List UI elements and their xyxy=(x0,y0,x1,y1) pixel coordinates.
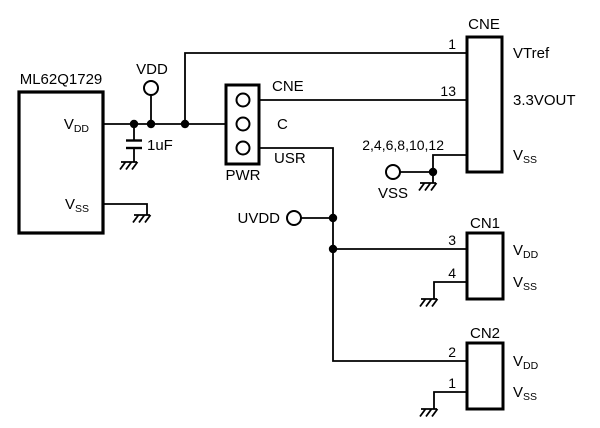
cne-title: CNE xyxy=(468,16,500,33)
vdd-terminal-icon xyxy=(143,80,159,96)
junction-dot xyxy=(328,213,338,223)
chip-title: ML62Q1729 xyxy=(20,71,103,88)
ground-icon xyxy=(419,298,439,308)
wire-cne-gnd-pins xyxy=(432,154,467,183)
pwr-pin-cne-icon xyxy=(235,92,251,108)
pwr-pin-usr-icon xyxy=(235,140,251,156)
ground-icon xyxy=(418,182,438,192)
ground-icon xyxy=(132,214,152,224)
capacitor xyxy=(126,139,142,150)
cn2-pin2-number: 2 xyxy=(448,344,456,360)
junction-dot xyxy=(180,119,190,129)
pwr-pin-usr-label: USR xyxy=(274,150,306,167)
capacitor-value-label: 1uF xyxy=(147,137,173,154)
cne-pin1-label: VTref xyxy=(513,45,550,62)
vdd-terminal-label: VDD xyxy=(136,61,168,78)
cne-pin13-label: 3.3VOUT xyxy=(513,92,576,109)
cn2-pin1-number: 1 xyxy=(448,375,456,391)
wire-usr-vertical xyxy=(250,147,467,362)
chip-pin-vdd-label: VDD xyxy=(64,116,90,135)
pwr-pin-c-label: C xyxy=(277,116,288,133)
cn1-vss-label: VSS xyxy=(513,274,537,293)
cn1-title: CN1 xyxy=(470,215,500,232)
wire-to-cne-pin1 xyxy=(184,52,467,124)
cn1-pin3-number: 3 xyxy=(448,232,456,248)
junction-dot xyxy=(428,167,438,177)
cne-connector-box xyxy=(465,35,504,174)
cn1-pin4-number: 4 xyxy=(448,265,456,281)
wire-cn1-pin4-gnd xyxy=(433,281,467,299)
cn1-vdd-label: VDD xyxy=(513,242,539,261)
vss-terminal-icon xyxy=(385,164,401,180)
cn2-vss-label: VSS xyxy=(513,384,537,403)
uvdd-terminal-label: UVDD xyxy=(237,210,280,227)
vss-terminal-label: VSS xyxy=(378,185,408,202)
wire-chip-vss-gnd xyxy=(103,203,148,215)
chip-pin-vss-label: VSS xyxy=(65,196,89,215)
junction-dot xyxy=(328,244,338,254)
cn2-connector-box xyxy=(465,341,505,411)
cne-gnd-pin-numbers: 2,4,6,8,10,12 xyxy=(362,137,444,153)
chip-box xyxy=(17,90,105,235)
pwr-pin-c-icon xyxy=(235,116,251,132)
pwr-header-title: PWR xyxy=(226,167,261,184)
pwr-pin-cne-label: CNE xyxy=(272,78,304,95)
junction-dot xyxy=(146,119,156,129)
cne-gnd-pin-label: VSS xyxy=(513,147,537,166)
cn2-vdd-label: VDD xyxy=(513,353,539,372)
cne-pin1-number: 1 xyxy=(448,36,456,52)
ground-icon xyxy=(419,408,439,418)
junction-dot xyxy=(129,119,139,129)
cn1-connector-box xyxy=(465,231,505,301)
ground-icon xyxy=(119,161,139,171)
uvdd-terminal-icon xyxy=(286,210,302,226)
wire-cn2-pin1-gnd xyxy=(433,391,467,409)
cne-pin13-number: 13 xyxy=(440,83,456,99)
cn2-title: CN2 xyxy=(470,325,500,342)
